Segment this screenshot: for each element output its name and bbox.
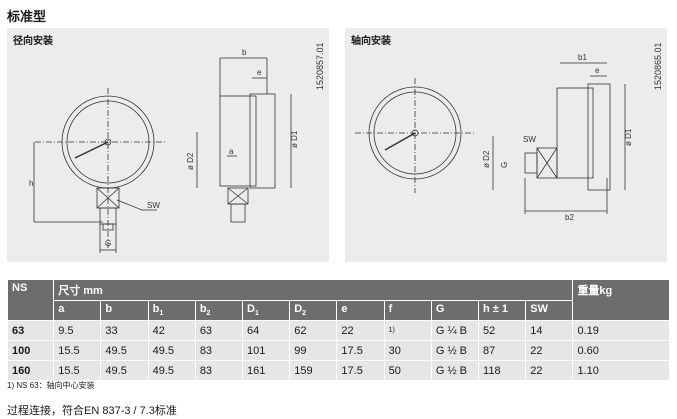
table-cell: 49.5	[147, 340, 196, 361]
table-cell: 49.5	[147, 360, 196, 381]
svg-text:e: e	[595, 66, 600, 75]
ns-header: NS	[6, 279, 55, 321]
panel-label: 轴向安装	[351, 36, 391, 47]
weight-cell: 0.19	[572, 320, 670, 341]
page-title: 标准型	[7, 9, 47, 24]
column-header: b1	[147, 300, 196, 321]
column-header: D1	[242, 300, 291, 321]
table-cell: 22	[336, 320, 385, 341]
panel-label: 径向安装	[13, 36, 53, 47]
dims-header: 尺寸 mm	[53, 279, 574, 301]
table-cell: 101	[242, 340, 291, 361]
svg-text:b2: b2	[565, 213, 574, 222]
drawing-code: 1520857.01	[315, 42, 325, 90]
table-cell: 17.5	[336, 340, 385, 361]
svg-text:ø D1: ø D1	[290, 130, 299, 148]
table-cell: 83	[194, 340, 244, 361]
table-cell: G ½ B	[430, 340, 480, 361]
weight-cell: 1.10	[572, 360, 670, 381]
svg-text:b: b	[242, 48, 247, 57]
table-cell: 83	[194, 360, 244, 381]
table-cell: 1)	[383, 320, 432, 341]
ns-cell: 63	[6, 320, 55, 341]
svg-text:h: h	[29, 179, 33, 188]
svg-text:SW: SW	[147, 201, 160, 210]
svg-text:ø D2: ø D2	[482, 150, 491, 168]
table-cell: 52	[478, 320, 527, 341]
table-cell: 50	[383, 360, 432, 381]
table-cell: 42	[147, 320, 196, 341]
table-cell: 33	[100, 320, 149, 341]
column-header: b2	[194, 300, 244, 321]
svg-text:a: a	[229, 147, 234, 156]
svg-text:b1: b1	[578, 53, 587, 62]
column-header: b	[100, 300, 149, 321]
table-cell: 9.5	[53, 320, 102, 341]
table-cell: 63	[194, 320, 244, 341]
ns-cell: 160	[6, 360, 55, 381]
svg-text:G: G	[500, 162, 509, 168]
column-header: SW	[525, 300, 574, 321]
table-cell: 159	[289, 360, 338, 381]
column-header: a	[53, 300, 102, 321]
ns-cell: 100	[6, 340, 55, 361]
table-cell: 14	[525, 320, 574, 341]
table-cell: 30	[383, 340, 432, 361]
column-header: f	[383, 300, 432, 321]
table-cell: 62	[289, 320, 338, 341]
table-cell: 161	[242, 360, 291, 381]
radial-mount-drawing: SW G h b e a ø D1 ø D2	[29, 48, 299, 253]
table-cell: 17.5	[336, 360, 385, 381]
table-cell: 64	[242, 320, 291, 341]
radial-mount-panel: 径向安装 SW G h b e a ø D1 ø D2 1520857.01	[7, 28, 329, 262]
footnote: 1) NS 63：轴向中心安装	[7, 381, 95, 390]
column-header: G	[430, 300, 480, 321]
svg-text:SW: SW	[523, 135, 536, 144]
svg-text:G: G	[105, 239, 111, 248]
table-cell: 49.5	[100, 360, 149, 381]
table-cell: 87	[478, 340, 527, 361]
table-cell: 22	[525, 360, 574, 381]
svg-text:e: e	[257, 68, 262, 77]
table-cell: 49.5	[100, 340, 149, 361]
table-cell: 15.5	[53, 360, 102, 381]
standard-note: 过程连接，符合EN 837-3 / 7.3标准	[7, 405, 177, 417]
svg-text:ø D1: ø D1	[624, 128, 633, 146]
weight-cell: 0.60	[572, 340, 670, 361]
svg-text:ø D2: ø D2	[186, 152, 195, 170]
axial-mount-drawing: b1 e b2 SW G ø D1 ø D2	[355, 53, 633, 222]
table-cell: 22	[525, 340, 574, 361]
drawing-code: 1520865.01	[653, 42, 663, 90]
table-cell: 15.5	[53, 340, 102, 361]
column-header: e	[336, 300, 385, 321]
axial-mount-panel: 轴向安装 b1 e b2 SW G ø D1 ø D2 1520865.01	[345, 28, 667, 262]
column-header: D2	[289, 300, 338, 321]
table-cell: 99	[289, 340, 338, 361]
weight-header: 重量kg	[572, 279, 670, 321]
table-cell: G ½ B	[430, 360, 480, 381]
table-cell: G ¼ B	[430, 320, 480, 341]
column-header: h ± 1	[478, 300, 527, 321]
table-cell: 118	[478, 360, 527, 381]
